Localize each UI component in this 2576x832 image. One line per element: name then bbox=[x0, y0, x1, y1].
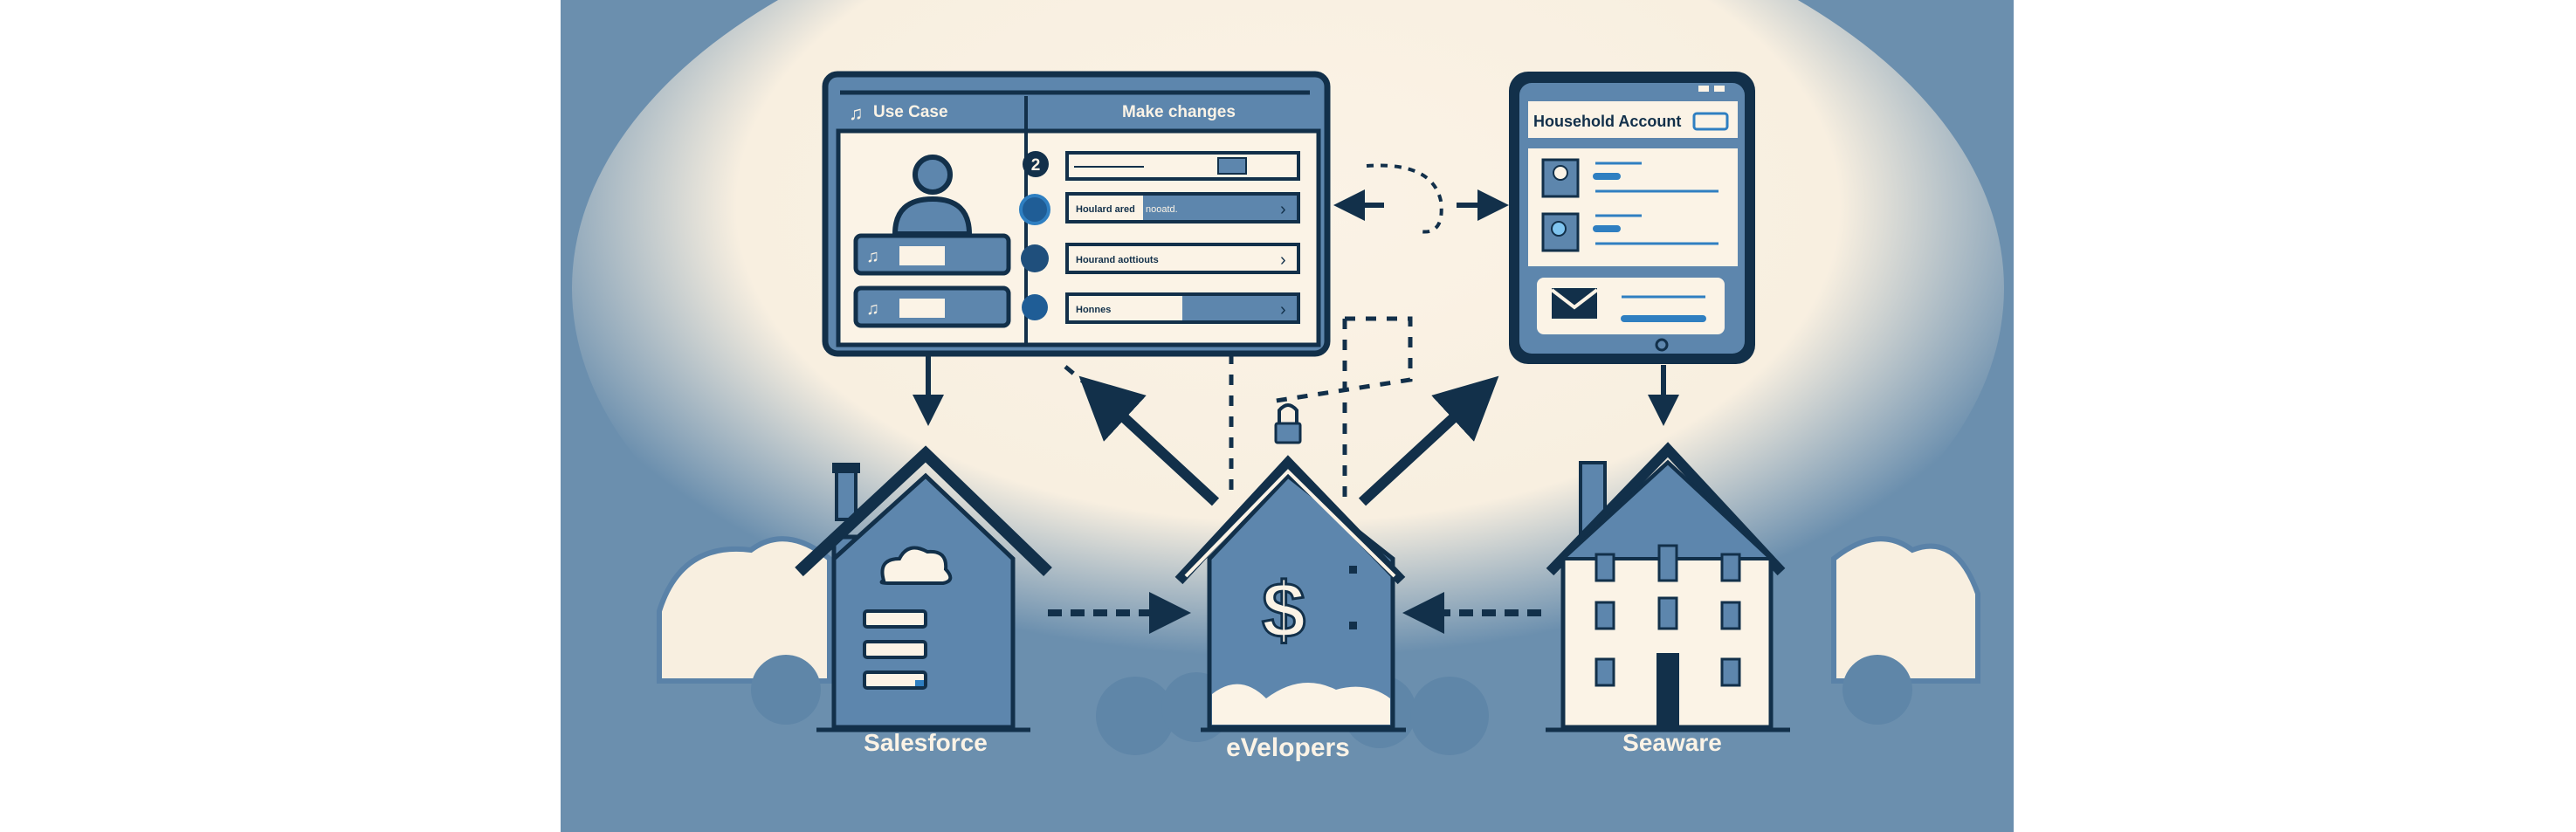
menu-row[interactable]: Hourand aottiouts › bbox=[1065, 243, 1300, 274]
household-account-tablet: Household Account bbox=[1509, 72, 1755, 364]
account-toggle[interactable] bbox=[1692, 112, 1729, 131]
door bbox=[1656, 653, 1679, 727]
cursor-icon bbox=[1541, 212, 1580, 252]
menu-row[interactable]: Houlard ared nooatd. › bbox=[1065, 192, 1300, 223]
svg-text:2: 2 bbox=[1031, 156, 1041, 175]
svg-text:Houlard ared: Houlard ared bbox=[1076, 204, 1135, 215]
make-changes-header: Make changes bbox=[1122, 103, 1236, 121]
down-arrow-icon[interactable] bbox=[1021, 244, 1049, 272]
use-case-item[interactable]: ♫ bbox=[853, 233, 1011, 276]
edit-icon[interactable] bbox=[1217, 157, 1247, 175]
seaware-house: Seaware bbox=[1546, 442, 1790, 756]
svg-text:Honnes: Honnes bbox=[1076, 305, 1111, 315]
music-note-icon: ♫ bbox=[849, 102, 864, 124]
evelopers-label: eVelopers bbox=[1226, 733, 1350, 762]
music-note-icon: ♫ bbox=[866, 299, 879, 319]
svg-text:Hourand aottiouts: Hourand aottiouts bbox=[1076, 255, 1159, 265]
evelopers-house: $ eVelopers bbox=[1174, 455, 1406, 762]
svg-text:nooatd.: nooatd. bbox=[1146, 204, 1178, 215]
arrow-to-tablet bbox=[1358, 375, 1499, 506]
music-note-icon: ♫ bbox=[866, 247, 879, 266]
salesforce-label: Salesforce bbox=[864, 729, 988, 756]
salesforce-house: Salesforce bbox=[795, 445, 1052, 756]
lock-icon bbox=[1274, 403, 1302, 444]
plus-icon[interactable] bbox=[1019, 194, 1050, 225]
arrow-to-window bbox=[1078, 375, 1220, 506]
home-button[interactable] bbox=[1655, 338, 1669, 352]
chevron-right-icon: › bbox=[1280, 251, 1286, 270]
secure-connection-lines bbox=[1064, 316, 1413, 498]
cloud-icon bbox=[879, 546, 953, 585]
chevron-right-icon: › bbox=[1280, 200, 1286, 219]
use-case-window: ♫ Use Case Make changes ♫ ♫ 2 bbox=[822, 71, 1331, 357]
household-account-title: Household Account bbox=[1533, 113, 1681, 130]
location-icon[interactable] bbox=[1022, 294, 1048, 320]
edit-row[interactable] bbox=[1065, 151, 1300, 181]
step-badge: 2 bbox=[1023, 151, 1049, 177]
envelope-icon bbox=[1550, 288, 1599, 319]
chevron-right-icon: › bbox=[1280, 300, 1286, 320]
seaware-label: Seaware bbox=[1622, 729, 1722, 756]
dollar-icon: $ bbox=[1262, 567, 1305, 655]
use-case-header: Use Case bbox=[873, 103, 948, 121]
user-avatar-icon bbox=[892, 155, 973, 237]
menu-row[interactable]: Honnes › bbox=[1065, 292, 1300, 324]
use-case-item[interactable]: ♫ bbox=[853, 285, 1011, 328]
sync-arrows bbox=[1333, 163, 1509, 234]
